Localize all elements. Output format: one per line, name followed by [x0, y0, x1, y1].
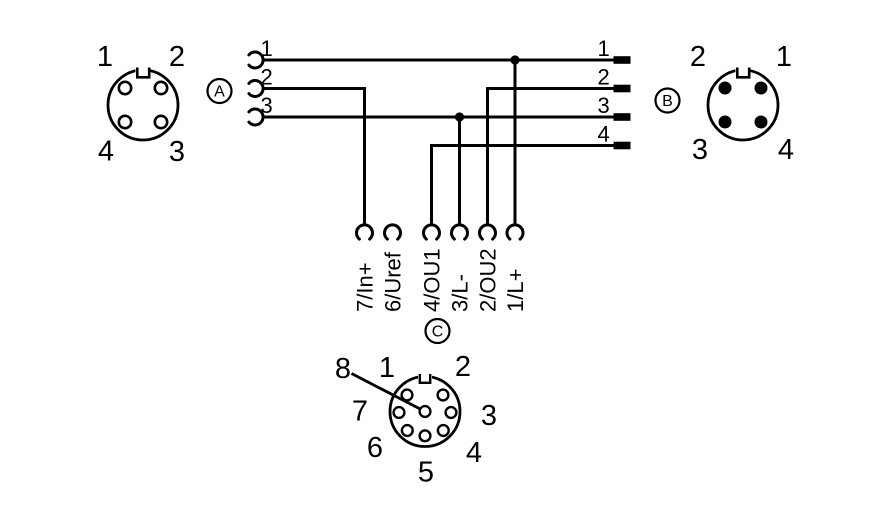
connector-c-pin-label: 6 [367, 432, 383, 464]
tag-letter: C [432, 324, 444, 341]
bottom-terminal-labels: 7/In+ 6/Uref 4/OU1 3/L- 2/OU2 1/L+ [353, 248, 529, 312]
connector-a-pin-socket [153, 80, 169, 96]
socket-terminal-symbol [383, 223, 402, 241]
connector-b-pin [718, 115, 732, 129]
wire-number: 3 [261, 93, 273, 118]
connector-c-notch-mask [418, 371, 432, 382]
pin-terminal-symbol [613, 141, 631, 150]
connector-c-tag: C [424, 317, 451, 345]
connector-a-view: 1 2 4 3 [97, 41, 185, 168]
connector-c-pin-socket [436, 423, 450, 438]
tag-letter: B [662, 93, 673, 110]
terminal-label: 6/Uref [381, 251, 406, 312]
connector-b-pin-label: 1 [776, 41, 792, 73]
connector-c-pin-socket [436, 388, 450, 402]
right-wire-numbers: 1 2 3 4 [598, 36, 610, 147]
connector-a-notch-mask [135, 64, 151, 77]
terminal-label: 7/In+ [353, 262, 378, 312]
socket-terminal-symbol [247, 107, 265, 127]
connector-c-pin-label: 5 [418, 457, 434, 489]
connector-c-pin-socket [444, 405, 458, 420]
socket-terminal-symbol [450, 223, 469, 241]
tag-circle [206, 77, 233, 105]
socket-terminal-symbol [422, 223, 441, 241]
connector-c-view: 1 2 3 4 5 6 7 8 [335, 351, 497, 489]
connector-b-body [706, 68, 780, 142]
socket-terminal-symbol [478, 223, 497, 241]
connector-c-center-pin-socket [418, 404, 432, 419]
wiring-harness [263, 58, 614, 226]
connector-c-pin-label: 7 [352, 396, 368, 428]
wire-a2-to-in [263, 87, 366, 226]
connector-a-pin-socket [117, 114, 133, 130]
connector-c-pin-label: 1 [379, 352, 395, 384]
connector-c-pin-socket [400, 388, 414, 402]
socket-terminal-symbol [247, 50, 265, 70]
wire-number: 4 [598, 122, 610, 147]
connector-b-pin-label: 2 [690, 41, 706, 73]
right-pin-terminals [613, 56, 631, 150]
connector-b-pin-label: 4 [778, 134, 794, 166]
connector-a-pin-label: 3 [169, 136, 185, 168]
connector-b-pin [754, 115, 768, 129]
terminal-label: 4/OU1 [420, 248, 445, 312]
socket-terminal-symbol [355, 223, 374, 241]
connector-b-pin [718, 81, 732, 95]
connector-c-pin-socket [392, 405, 406, 420]
wire-number: 1 [598, 36, 610, 61]
pin8-leader-line [350, 372, 426, 413]
terminal-label: 3/L- [448, 274, 473, 312]
connector-a-pin-socket [153, 114, 169, 130]
pin-terminal-symbol [613, 56, 631, 64]
pin-terminal-symbol [613, 113, 631, 121]
connector-b-notch-mask [735, 64, 751, 77]
terminal-label: 2/OU2 [476, 248, 501, 312]
bottom-socket-terminals [355, 223, 525, 241]
terminal-label: 1/L+ [503, 269, 528, 312]
connector-a-keyway-notch [136, 67, 151, 79]
connector-c-pin-label: 3 [481, 400, 497, 432]
wire-b4-to-ou1 [430, 144, 614, 226]
connector-a-pin-label: 2 [169, 41, 185, 73]
connector-c-keyway-notch [418, 374, 432, 384]
socket-terminal-symbol [247, 79, 265, 98]
connector-b-pin [754, 81, 768, 95]
left-wire-numbers: 1 2 3 [261, 36, 273, 118]
wire-b2-to-ou2 [486, 87, 614, 226]
wire-number: 1 [261, 36, 273, 61]
junction-dot [454, 112, 465, 122]
tag-letter: A [214, 84, 225, 101]
connector-c-pin-label: 2 [455, 351, 471, 383]
connector-a-pin-label: 1 [97, 41, 113, 73]
connector-a-body [106, 68, 180, 142]
wire-number: 2 [261, 65, 273, 90]
tag-circle [654, 87, 681, 114]
connector-b-tag: B [654, 87, 681, 114]
connector-a-tag: A [206, 77, 233, 105]
connector-c-pin-label: 8 [335, 353, 351, 385]
connector-c-pin-socket [400, 423, 414, 438]
tag-circle [424, 317, 451, 345]
connector-c-pin-socket [418, 429, 432, 443]
junction-dot [510, 55, 520, 65]
connector-b-view: 2 1 3 4 [690, 41, 794, 166]
connector-b-pin-label: 3 [692, 134, 708, 166]
connector-c-pin-label: 4 [466, 437, 482, 469]
connector-b-keyway-notch [736, 67, 751, 79]
connector-a-pin-socket [117, 80, 133, 96]
pin-terminal-symbol [613, 84, 631, 93]
left-socket-terminals [247, 50, 265, 127]
socket-terminal-symbol [505, 223, 525, 241]
wire-number: 3 [598, 93, 610, 118]
wire-number: 2 [598, 65, 610, 90]
connector-a-pin-label: 4 [98, 136, 114, 168]
